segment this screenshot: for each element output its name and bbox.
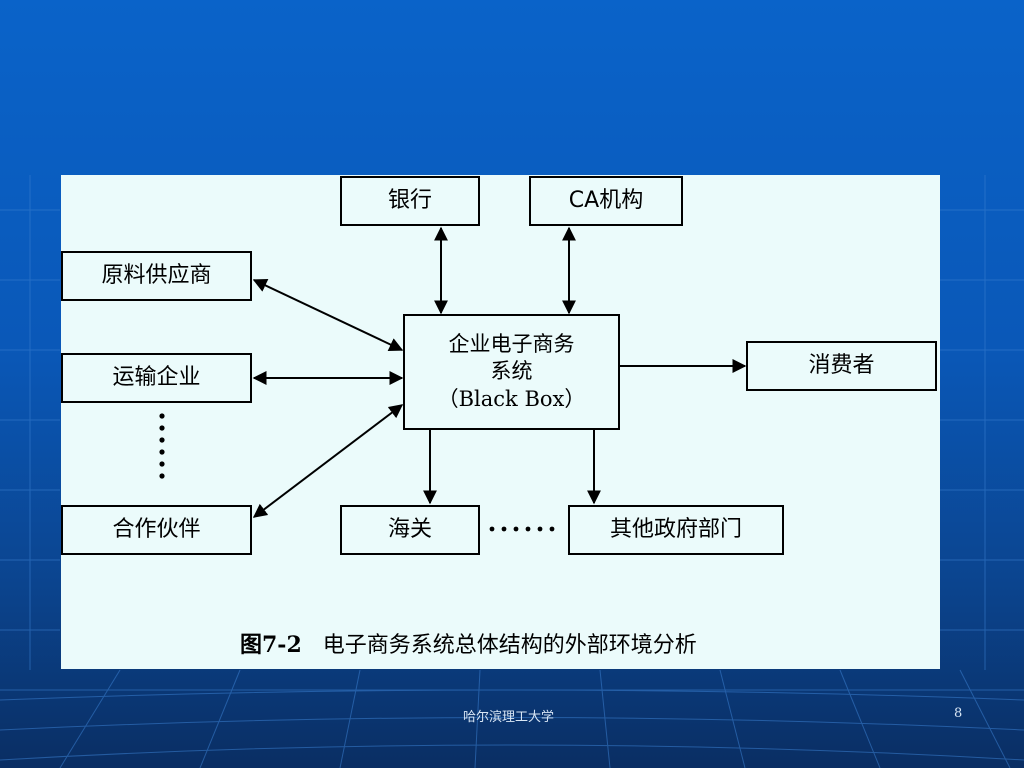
partner-label: 合作伙伴 — [112, 516, 201, 542]
customs-label: 海关 — [387, 516, 432, 542]
page-number: 8 — [954, 706, 963, 721]
ca-label: CA机构 — [568, 187, 644, 213]
figure-caption: 图7-2 电子商务系统总体结构的外部环境分析 — [240, 627, 697, 659]
customs-node: 海关 — [340, 505, 480, 555]
center-label-line1: 企业电子商务 — [448, 332, 575, 357]
center-label-line2: 系统 — [490, 359, 533, 384]
consumer-label: 消费者 — [808, 352, 875, 378]
government-label: 其他政府部门 — [609, 516, 742, 542]
partner-node: 合作伙伴 — [61, 505, 252, 555]
footer-organization: 哈尔滨理工大学 — [463, 710, 555, 725]
supplier-node: 原料供应商 — [61, 251, 252, 301]
center-label-line3: （Black Box） — [437, 386, 586, 411]
supplier-label: 原料供应商 — [101, 262, 212, 288]
transport-label: 运输企业 — [112, 364, 201, 390]
government-node: 其他政府部门 — [568, 505, 784, 555]
bank-node: 银行 — [340, 176, 480, 226]
ca-node: CA机构 — [529, 176, 683, 226]
figure-number: 图7-2 — [240, 632, 302, 658]
horizontal-ellipsis — [489, 526, 555, 532]
transport-node: 运输企业 — [61, 353, 252, 403]
consumer-node: 消费者 — [746, 341, 937, 391]
ecommerce-system-node: 企业电子商务 系统 （Black Box） — [403, 314, 620, 430]
bank-label: 银行 — [387, 187, 432, 213]
figure-title: 电子商务系统总体结构的外部环境分析 — [322, 633, 697, 658]
vertical-ellipsis — [159, 413, 165, 479]
